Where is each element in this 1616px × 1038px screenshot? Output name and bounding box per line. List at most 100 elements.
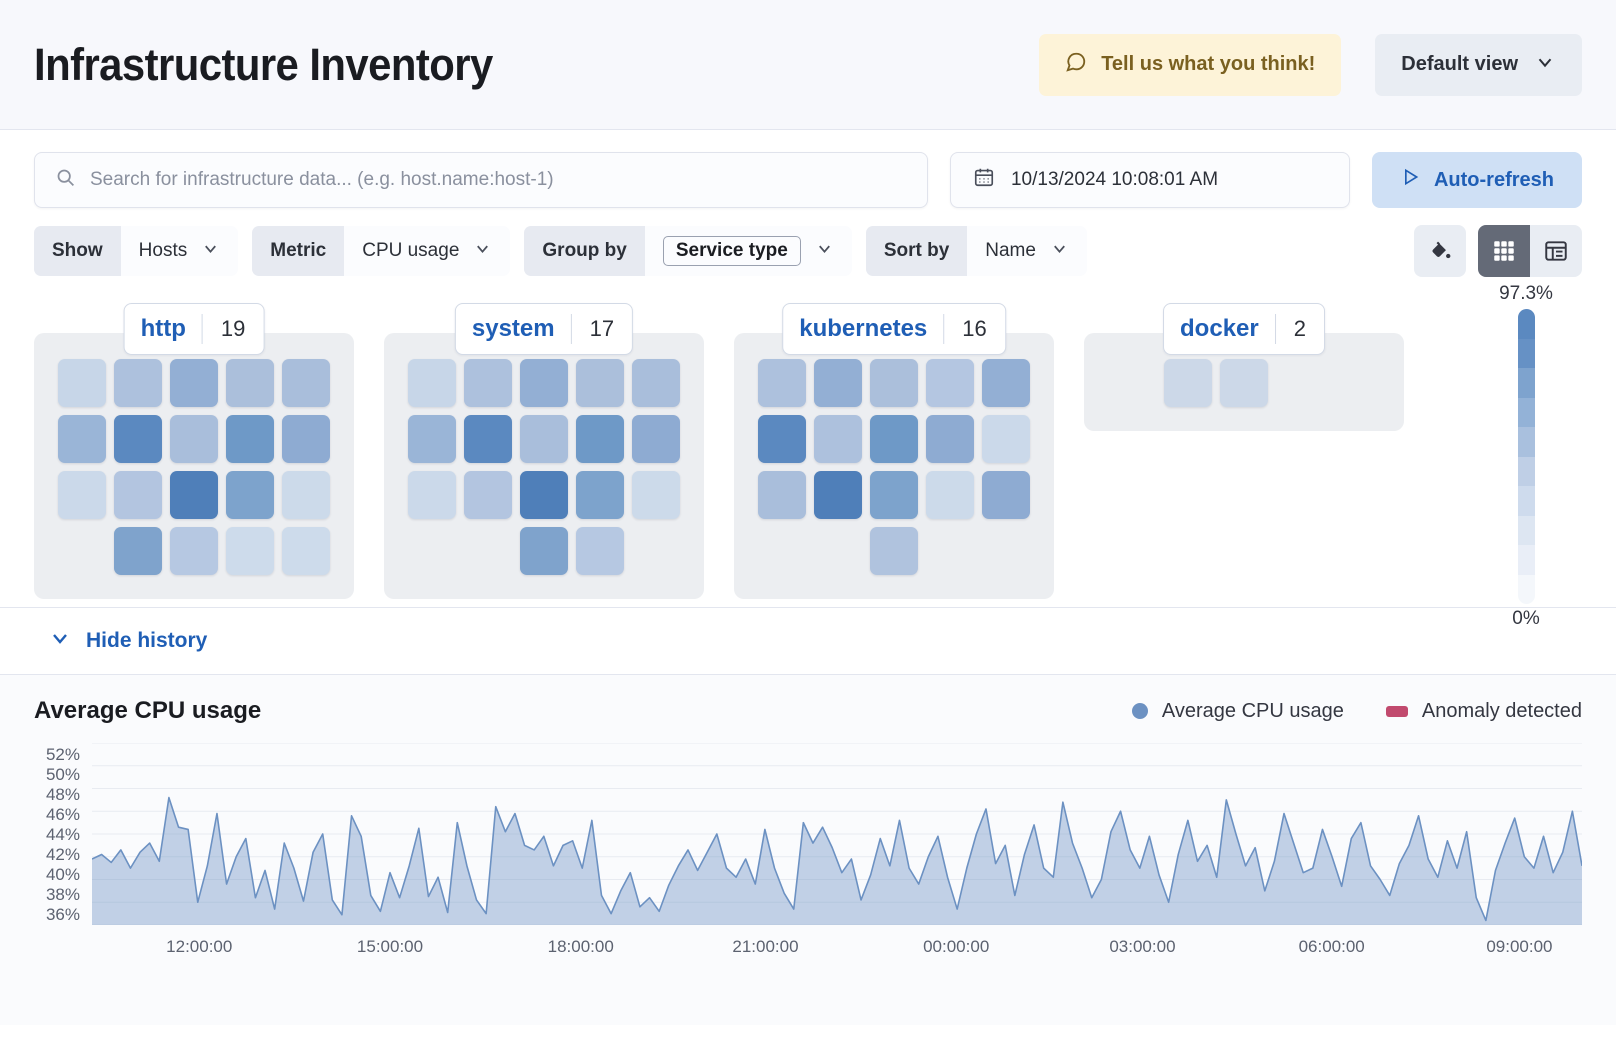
filter-group-by-value[interactable]: Service type	[644, 226, 852, 276]
host-tile[interactable]	[576, 527, 624, 575]
host-tile[interactable]	[814, 415, 862, 463]
group-tiles	[734, 333, 1054, 599]
legend-item-anomaly-detected[interactable]: Anomaly detected	[1385, 700, 1582, 723]
host-tile[interactable]	[226, 471, 274, 519]
host-tile[interactable]	[870, 527, 918, 575]
chevron-down-icon	[1534, 51, 1556, 79]
tile-row	[58, 471, 330, 519]
host-tile[interactable]	[870, 359, 918, 407]
chart-body: 52%50%48%46%44%42%40%38%36%	[34, 743, 1582, 925]
y-tick-label: 46%	[45, 805, 80, 824]
filter-sort-by-value[interactable]: Name	[967, 226, 1087, 276]
host-tile[interactable]	[114, 359, 162, 407]
host-tile[interactable]	[282, 415, 330, 463]
host-tile[interactable]	[632, 471, 680, 519]
legend-stop	[1517, 486, 1535, 516]
host-tile[interactable]	[170, 471, 218, 519]
host-tile[interactable]	[464, 359, 512, 407]
host-tile[interactable]	[926, 471, 974, 519]
host-tile[interactable]	[170, 359, 218, 407]
group-separator	[201, 314, 203, 344]
filter-metric-value[interactable]: CPU usage	[344, 226, 511, 276]
filter-group-by-label: Group by	[524, 226, 645, 276]
legend-item-average-cpu-usage[interactable]: Average CPU usage	[1131, 700, 1344, 723]
group-name: docker	[1180, 315, 1259, 342]
host-tile[interactable]	[1164, 359, 1212, 407]
host-tile[interactable]	[758, 415, 806, 463]
date-picker[interactable]: 10/13/2024 10:08:01 AM	[949, 152, 1350, 208]
host-tile[interactable]	[226, 415, 274, 463]
host-tile[interactable]	[870, 415, 918, 463]
x-tick-label: 21:00:00	[732, 937, 799, 956]
grid-view-icon[interactable]	[1478, 225, 1530, 277]
table-view-icon[interactable]	[1530, 225, 1582, 277]
host-tile[interactable]	[464, 471, 512, 519]
group-separator	[943, 314, 945, 344]
view-toggle-group	[1478, 225, 1582, 277]
host-tile[interactable]	[576, 471, 624, 519]
host-tile[interactable]	[632, 359, 680, 407]
host-tile[interactable]	[282, 527, 330, 575]
host-tile[interactable]	[982, 471, 1030, 519]
x-tick-label: 15:00:00	[356, 937, 424, 956]
host-tile[interactable]	[464, 415, 512, 463]
host-tile[interactable]	[758, 471, 806, 519]
search-input[interactable]	[90, 169, 907, 191]
host-tile[interactable]	[226, 527, 274, 575]
x-tick-label: 06:00:00	[1298, 937, 1365, 956]
host-tile[interactable]	[226, 359, 274, 407]
host-tile[interactable]	[408, 471, 456, 519]
host-tile[interactable]	[114, 415, 162, 463]
default-view-dropdown[interactable]: Default view	[1375, 33, 1582, 96]
chart-plot-area[interactable]	[92, 743, 1582, 925]
host-tile[interactable]	[926, 359, 974, 407]
chevron-down-icon	[815, 239, 834, 264]
host-tile[interactable]	[408, 359, 456, 407]
host-tile[interactable]	[114, 527, 162, 575]
search-field-wrapper[interactable]	[34, 152, 928, 208]
filter-metric-value-text: CPU usage	[362, 240, 460, 261]
host-tile[interactable]	[58, 415, 106, 463]
host-tile[interactable]	[520, 527, 568, 575]
host-tile[interactable]	[282, 359, 330, 407]
host-tile[interactable]	[576, 415, 624, 463]
paint-bucket-icon[interactable]	[1414, 225, 1466, 277]
chart-header: Average CPU usage Average CPU usage Anom…	[34, 697, 1582, 725]
chart-legend: Average CPU usage Anomaly detected	[1131, 700, 1582, 723]
chart-y-axis: 52%50%48%46%44%42%40%38%36%	[34, 743, 80, 924]
filter-show-value[interactable]: Hosts	[120, 226, 239, 276]
filter-show-label: Show	[34, 226, 121, 276]
host-tile[interactable]	[814, 359, 862, 407]
host-tile[interactable]	[170, 527, 218, 575]
host-tile[interactable]	[632, 415, 680, 463]
host-tile[interactable]	[982, 415, 1030, 463]
host-tile[interactable]	[520, 415, 568, 463]
host-tile[interactable]	[408, 415, 456, 463]
host-tile[interactable]	[282, 471, 330, 519]
feedback-button[interactable]: Tell us what you think!	[1039, 33, 1342, 96]
host-tile[interactable]	[170, 415, 218, 463]
host-tile[interactable]	[520, 359, 568, 407]
host-tile[interactable]	[58, 359, 106, 407]
host-tile[interactable]	[58, 471, 106, 519]
host-tile[interactable]	[870, 471, 918, 519]
y-tick-label: 36%	[45, 905, 80, 924]
host-tile[interactable]	[982, 359, 1030, 407]
host-tile[interactable]	[814, 471, 862, 519]
filter-show: Show Hosts	[34, 226, 239, 276]
host-tile[interactable]	[114, 471, 162, 519]
host-tile[interactable]	[576, 359, 624, 407]
page-title: Infrastructure Inventory	[34, 38, 493, 90]
hide-history-toggle[interactable]: Hide history	[0, 608, 1616, 674]
host-tile[interactable]	[758, 359, 806, 407]
hide-history-label: Hide history	[86, 629, 208, 652]
host-tile[interactable]	[926, 415, 974, 463]
auto-refresh-button[interactable]: Auto-refresh	[1371, 152, 1582, 208]
host-tile[interactable]	[520, 471, 568, 519]
host-tile[interactable]	[1220, 359, 1268, 407]
